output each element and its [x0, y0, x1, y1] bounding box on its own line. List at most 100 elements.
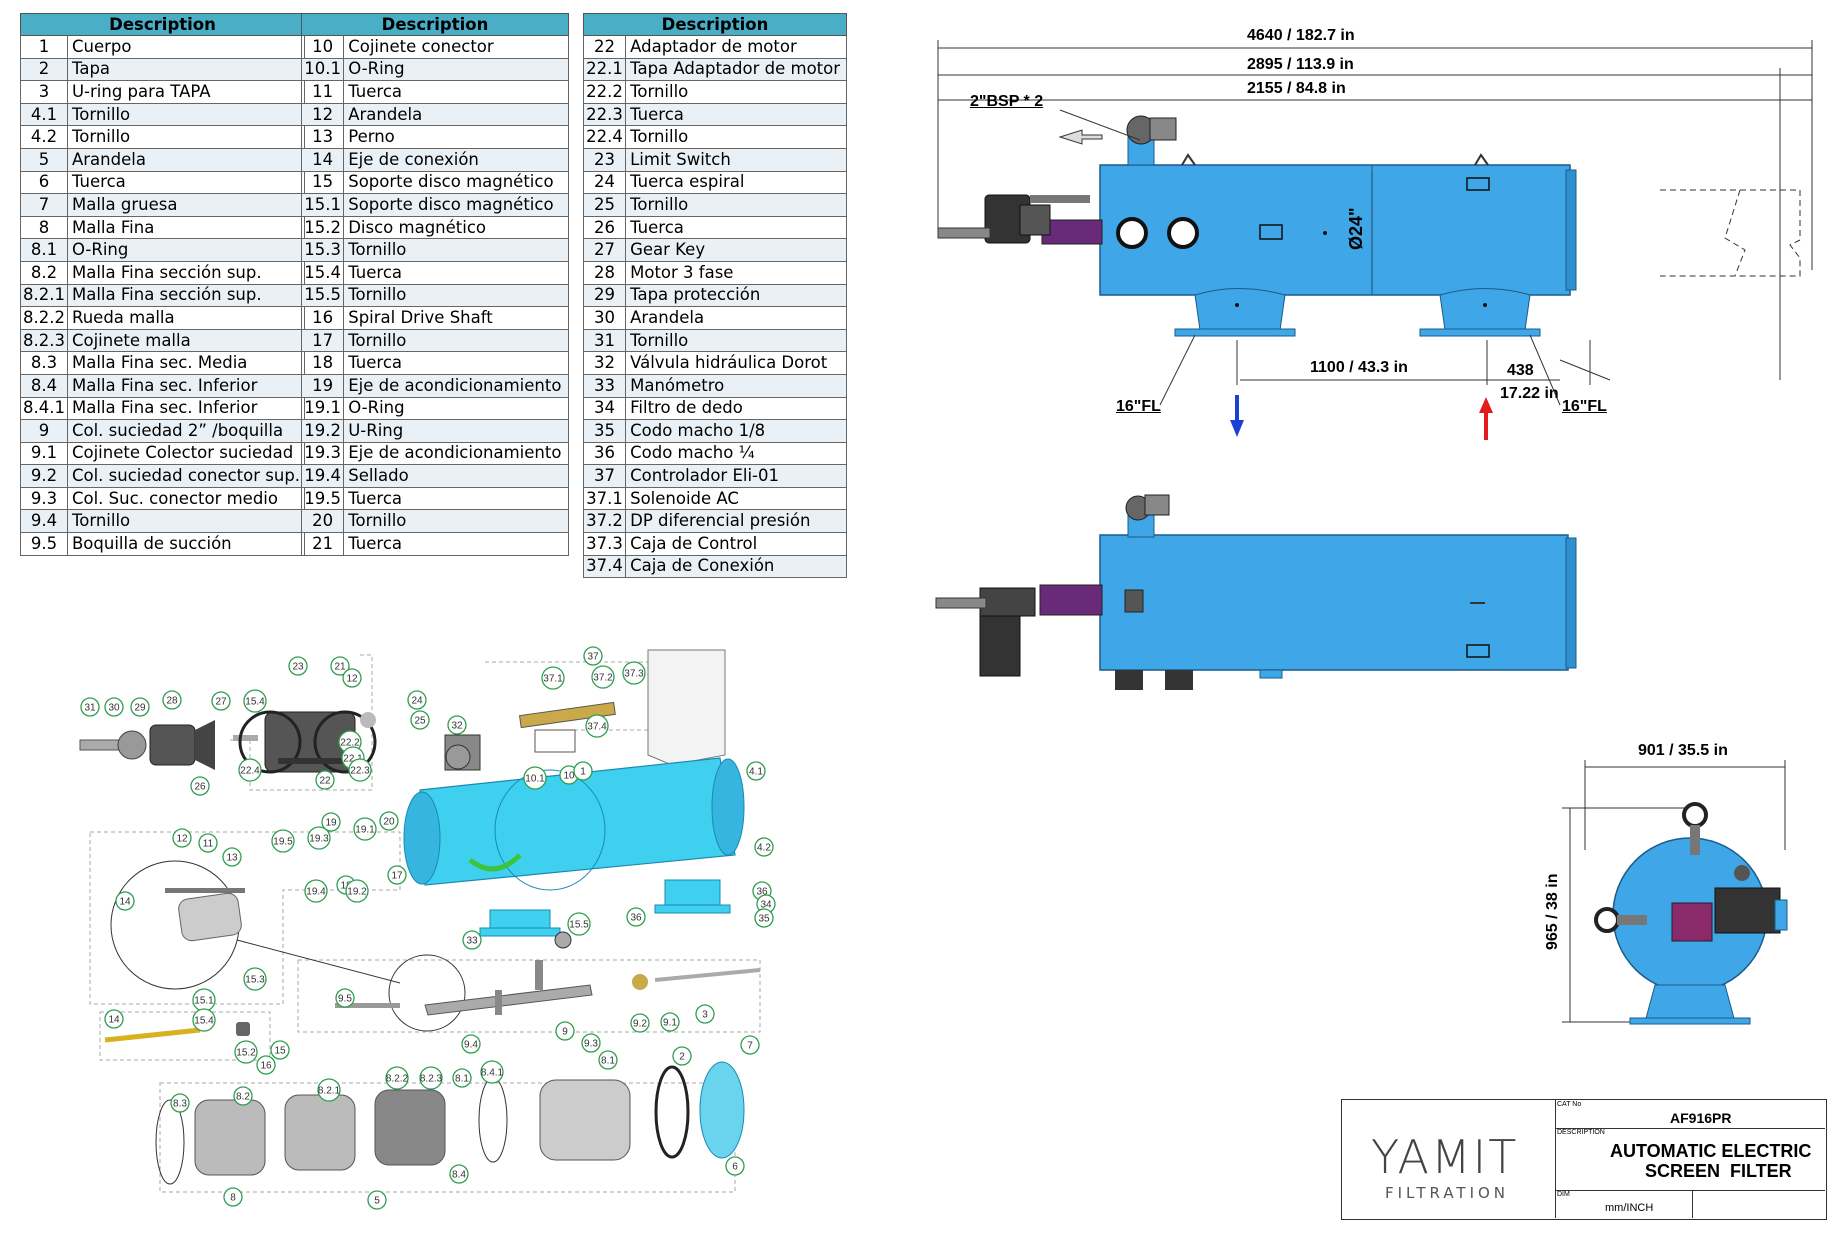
- callout-9-4: 9.4: [461, 1034, 481, 1054]
- callout-17: 17: [387, 865, 407, 885]
- part-description: Disco magnético: [343, 215, 569, 240]
- part-number: 19.1: [300, 396, 345, 421]
- desc-label: DESCRIPTION: [1557, 1129, 1605, 1136]
- svg-text:12: 12: [176, 834, 188, 845]
- part-number: 33: [582, 373, 627, 398]
- part-number: 11: [300, 80, 345, 104]
- part-description: U-ring para TAPA: [66, 80, 306, 104]
- callout-14: 14: [104, 1009, 124, 1029]
- part-description: Motor 3 fase: [625, 260, 847, 285]
- part-description: Tuerca: [343, 260, 569, 285]
- width-dimension: 901 / 35.5 in: [1638, 742, 1728, 759]
- logo-area: YAMIT FILTRATION: [1342, 1100, 1556, 1218]
- svg-text:21: 21: [334, 662, 346, 673]
- part-number: 9.4: [20, 509, 68, 534]
- part-number: 21: [300, 532, 345, 556]
- desc-line-2: SCREEN FILTER: [1645, 1161, 1792, 1181]
- part-description: Malla Fina sec. Inferior: [66, 396, 306, 421]
- part-number: 9.2: [20, 464, 68, 488]
- offset-mm-dimension: 438: [1507, 362, 1534, 379]
- svg-text:8.4.1: 8.4.1: [481, 1068, 504, 1079]
- part-number: 9.1: [20, 441, 68, 466]
- callout-9-5: 9.5: [335, 988, 355, 1008]
- part-description: Tuerca: [343, 351, 569, 375]
- part-number: 8.2.2: [20, 306, 68, 330]
- svg-text:22.3: 22.3: [350, 766, 370, 777]
- callout-19-4: 19.4: [304, 879, 328, 903]
- part-description: Eje de acondicionamiento: [343, 373, 569, 398]
- part-number: 24: [582, 170, 627, 195]
- callout-37-1: 37.1: [541, 666, 565, 690]
- part-number: 23: [582, 147, 627, 172]
- part-number: 8.3: [20, 351, 68, 375]
- part-number: 20: [300, 509, 345, 534]
- svg-text:16: 16: [260, 1061, 272, 1072]
- callout-7: 7: [740, 1035, 760, 1055]
- svg-text:37: 37: [587, 652, 599, 663]
- part-description: Tornillo: [625, 80, 847, 104]
- part-number: 30: [582, 306, 627, 330]
- svg-text:15.1: 15.1: [194, 996, 214, 1007]
- part-number: 8.2: [20, 260, 68, 285]
- svg-text:4.2: 4.2: [757, 843, 771, 854]
- part-description: Rueda malla: [66, 306, 306, 330]
- svg-text:6: 6: [732, 1162, 738, 1173]
- part-description: Adaptador de motor: [625, 35, 847, 59]
- part-description: O-Ring: [343, 396, 569, 421]
- part-description: Solenoide AC: [625, 486, 847, 511]
- callout-14: 14: [115, 891, 135, 911]
- svg-text:18: 18: [340, 881, 352, 892]
- bsp-label: 2"BSP * 2: [970, 93, 1044, 110]
- part-number: 37: [582, 464, 627, 488]
- table-header: Description: [19, 13, 306, 36]
- svg-text:24: 24: [411, 696, 423, 707]
- callout-15-4: 15.4: [243, 689, 267, 713]
- top-view-drawing: [935, 494, 1577, 690]
- part-description: Eje de acondicionamiento: [343, 441, 569, 466]
- svg-text:19.3: 19.3: [309, 834, 329, 845]
- part-description: Codo macho 1/8: [625, 419, 847, 443]
- part-number: 37.3: [582, 532, 627, 556]
- part-number: 27: [582, 238, 627, 262]
- callout-29: 29: [130, 697, 150, 717]
- part-description: Cuerpo: [66, 35, 306, 59]
- part-description: Tornillo: [66, 509, 306, 534]
- part-description: Codo macho ¼: [625, 441, 847, 466]
- part-description: Tapa protección: [625, 283, 847, 308]
- title-block: YAMIT FILTRATION CAT No AF916PR DESCRIPT…: [1341, 1099, 1827, 1220]
- svg-text:27: 27: [215, 697, 227, 708]
- part-description: Controlador Eli-01: [625, 464, 847, 488]
- callout-8-1: 8.1: [598, 1050, 618, 1070]
- part-description: Malla Fina: [66, 215, 306, 240]
- svg-text:36: 36: [756, 887, 768, 898]
- callout-37-2: 37.2: [591, 665, 615, 689]
- svg-text:20: 20: [383, 817, 395, 828]
- svg-text:32: 32: [451, 721, 463, 732]
- callout-25: 25: [410, 710, 430, 730]
- part-number: 8.4: [20, 373, 68, 398]
- part-description: Sellado: [343, 464, 569, 488]
- callout-15-5: 15.5: [567, 912, 591, 936]
- callout-5: 5: [367, 1190, 387, 1210]
- part-description: Malla Fina sec. Inferior: [66, 373, 306, 398]
- svg-text:15: 15: [274, 1046, 286, 1057]
